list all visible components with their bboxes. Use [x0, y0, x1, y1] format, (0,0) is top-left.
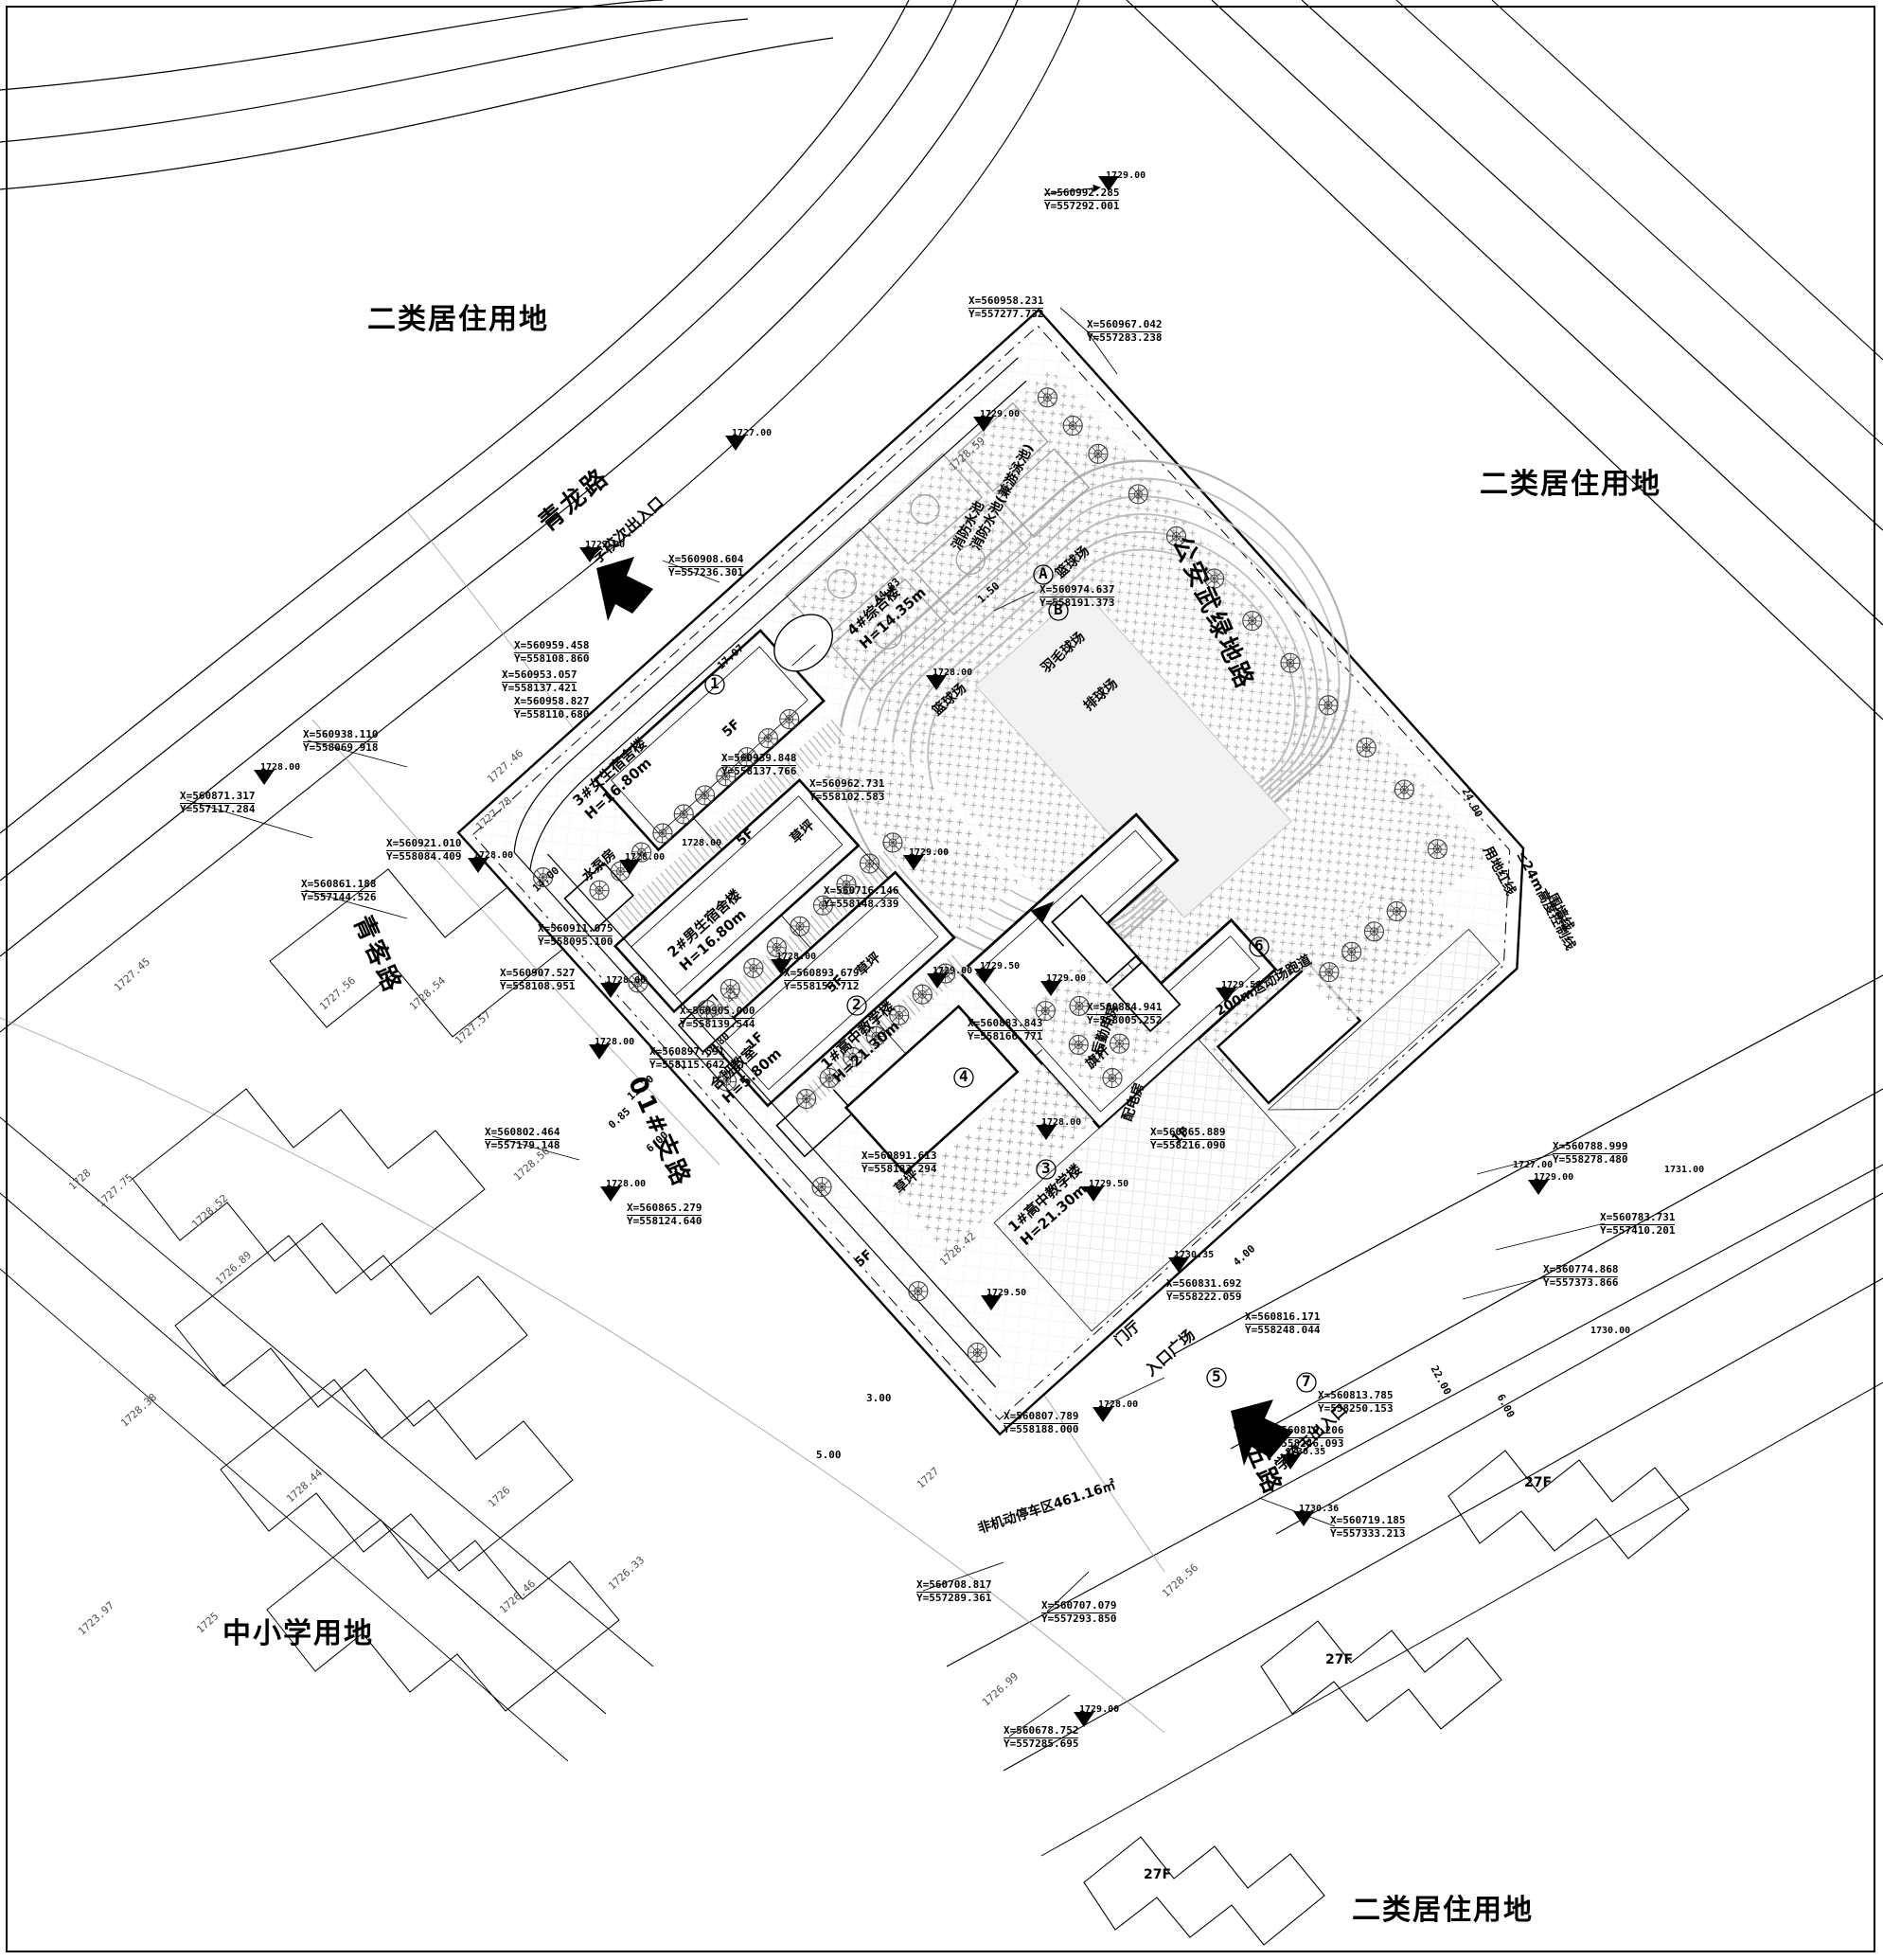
benchmark-label-6: 7	[1302, 1372, 1311, 1390]
elevation-label-25: 1731.00	[1664, 1165, 1705, 1175]
elevation-label-7: 1728.00	[625, 852, 666, 863]
elevation-label-28: 1730.00	[1590, 1326, 1631, 1336]
zone-label-2: 二类居住用地	[1352, 1894, 1534, 1927]
benchmark-label-8: B	[1054, 600, 1063, 618]
annotation-25: 27F	[1325, 1652, 1354, 1667]
dimension-label-6: 5.00	[816, 1449, 842, 1461]
elevation-label-19: 1728.00	[606, 1179, 647, 1189]
elevation-label-15: 1729.50	[980, 961, 1021, 971]
benchmark-label-0: 1	[710, 674, 719, 692]
benchmark-label-2: 3	[1041, 1159, 1051, 1177]
elevation-label-27: 1729.00	[1079, 1704, 1120, 1715]
elevation-label-18: 1729.50	[986, 1288, 1027, 1298]
elevation-label-2: 1727.00	[585, 540, 626, 550]
elevation-label-17: 1729.50	[1221, 980, 1262, 990]
elevation-label-3: 1728.00	[260, 762, 301, 773]
elevation-label-4: 1729.00	[980, 409, 1021, 419]
drawing-frame	[6, 6, 1875, 1952]
elevation-label-5: 1728.00	[933, 668, 973, 678]
elevation-label-11: 1729.00	[909, 847, 950, 858]
benchmark-label-4: 5	[1212, 1367, 1221, 1385]
annotation-24: 27F	[1524, 1475, 1553, 1490]
elevation-label-10: 1728.00	[776, 952, 817, 962]
zone-label-1: 二类居住用地	[1480, 468, 1661, 501]
elevation-label-29: 1727.00	[1513, 1160, 1554, 1170]
elevation-label-20: 1729.50	[1089, 1179, 1129, 1189]
elevation-label-26: 1728.00	[1098, 1399, 1139, 1410]
annotation-26: 27F	[1144, 1867, 1172, 1882]
benchmark-label-1: 2	[852, 995, 862, 1013]
elevation-label-22: 1730.35	[1286, 1447, 1326, 1457]
elevation-label-1: 1727.00	[732, 428, 773, 438]
elevation-label-6: 1728.00	[473, 850, 514, 861]
zone-label-3: 中小学用地	[222, 1617, 374, 1650]
elevation-label-12: 1729.00	[933, 966, 973, 976]
zone-label-0: 二类居住用地	[367, 303, 549, 336]
elevation-label-13: 1729.00	[1046, 973, 1087, 984]
benchmark-label-3: 4	[959, 1067, 968, 1085]
elevation-label-0: 1729.00	[1106, 170, 1146, 181]
elevation-label-23: 1730.36	[1299, 1504, 1340, 1514]
elevation-label-9: 1728.00	[606, 975, 647, 986]
elevation-label-21: 1730.35	[1174, 1250, 1215, 1260]
benchmark-label-5: 6	[1254, 936, 1264, 954]
elevation-label-16: 1728.00	[1041, 1117, 1082, 1128]
elevation-label-24: 1729.00	[1534, 1172, 1574, 1183]
benchmark-label-7: A	[1039, 564, 1048, 582]
elevation-label-14: 1728.00	[595, 1037, 635, 1047]
elevation-label-8: 1728.00	[682, 838, 722, 848]
dimension-label-7: 3.00	[866, 1392, 892, 1404]
